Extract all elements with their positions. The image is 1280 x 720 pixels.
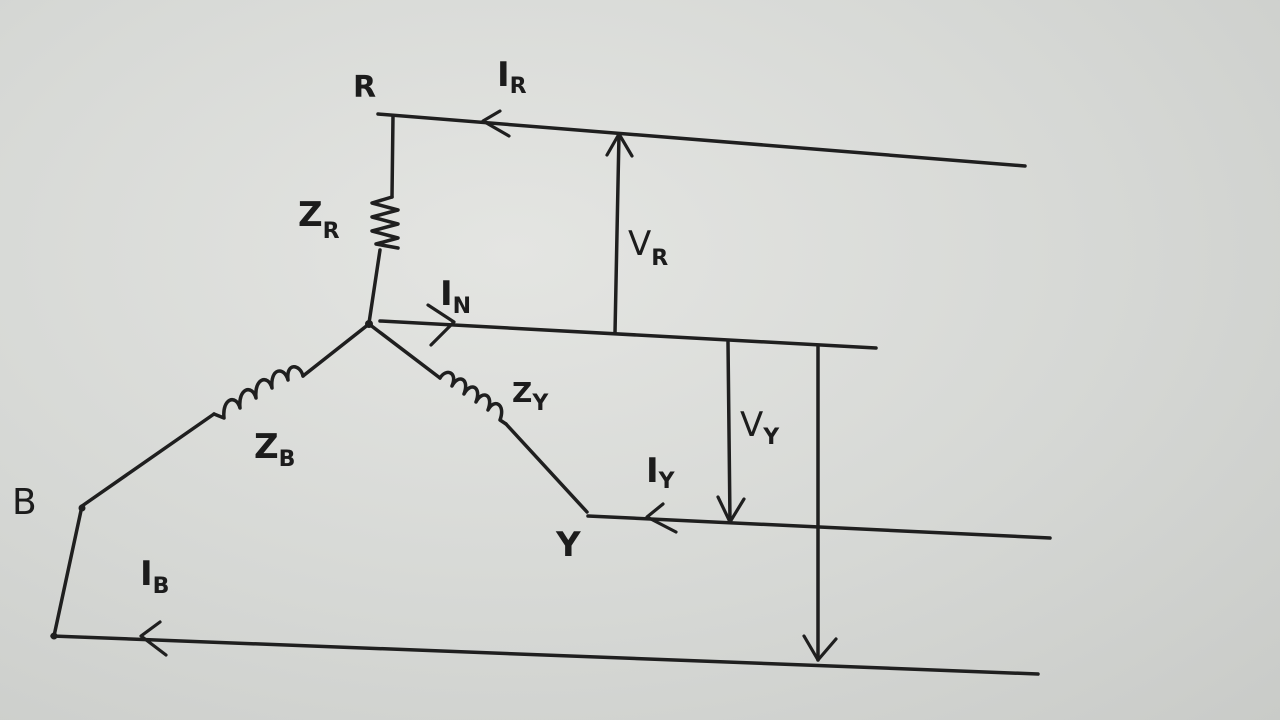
node-label-r: R [353, 70, 376, 105]
vb-arrowhead [802, 634, 838, 662]
label-vr-main: V [628, 224, 651, 264]
label-zr-main: Z [298, 195, 323, 235]
resistor-zr [370, 195, 400, 250]
label-ir-sub: R [510, 74, 527, 99]
vr-arrow-shaft [613, 132, 621, 335]
line-r [376, 112, 1027, 168]
arrow-ir [481, 109, 511, 138]
label-in-sub: N [453, 294, 471, 319]
label-zy-sub: Y [531, 391, 549, 416]
label-zr-sub: R [323, 219, 340, 244]
wire-r-bottom [367, 248, 382, 325]
label-vy-main: V [740, 405, 763, 445]
wire-b-lower [80, 412, 216, 508]
node-label-b: B [12, 482, 37, 523]
label-zb-main: Z [254, 427, 279, 467]
label-zr: ZR [298, 195, 340, 244]
coil-zy [438, 370, 508, 426]
label-ib-sub: B [153, 574, 170, 599]
label-iy-main: I [646, 451, 659, 491]
label-zy: ZY [512, 376, 549, 416]
label-vr: VR [628, 224, 668, 271]
label-iy-sub: Y [658, 469, 676, 494]
vy-arrow-shaft [726, 340, 732, 524]
label-zb-sub: B [279, 447, 296, 472]
wire-y-lower [504, 422, 589, 514]
wire-b-down [52, 504, 84, 638]
coil-zb [212, 365, 305, 420]
label-ir: IR [497, 55, 527, 99]
arrow-iy [645, 502, 678, 534]
line-neutral [378, 319, 878, 350]
wire-r-top [390, 114, 395, 199]
node-b-bottom [50, 632, 58, 640]
label-vr-sub: R [651, 246, 668, 271]
arrow-in [426, 303, 456, 347]
label-zb: ZB [254, 427, 295, 472]
label-ir-main: I [497, 55, 510, 95]
node-label-y: Y [555, 525, 581, 565]
arrow-ib [139, 620, 168, 657]
label-ib: IB [140, 554, 169, 599]
label-vy-sub: Y [762, 425, 780, 450]
label-iy: IY [646, 451, 676, 494]
label-vy: VY [740, 405, 780, 450]
node-b [78, 504, 86, 512]
vr-arrowhead [605, 132, 634, 158]
wire-y-upper [367, 322, 442, 380]
label-ib-main: I [140, 554, 153, 594]
label-in: IN [440, 274, 471, 319]
label-in-main: I [440, 274, 453, 314]
line-b [50, 634, 1040, 676]
vy-arrowhead [716, 495, 746, 524]
label-zy-main: Z [512, 376, 532, 409]
wire-b-upper [301, 322, 371, 378]
